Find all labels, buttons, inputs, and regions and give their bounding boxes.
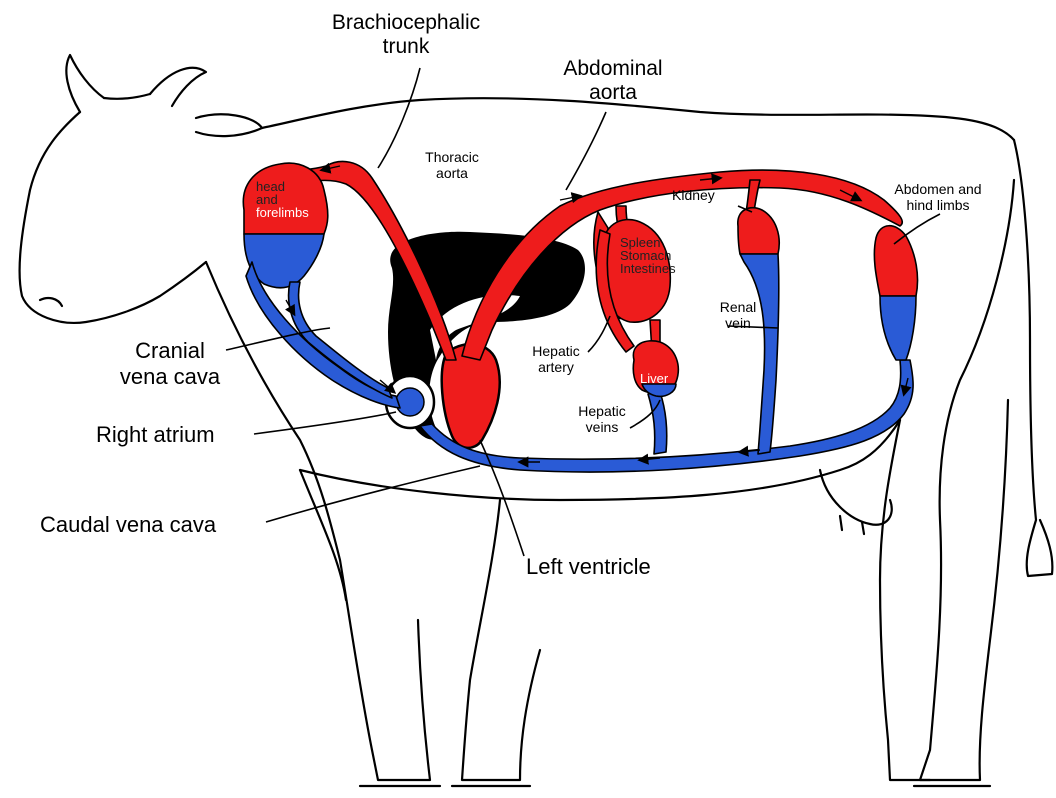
back <box>262 98 1014 140</box>
label-liver: Liver <box>640 372 668 385</box>
head <box>20 94 206 323</box>
label-abdominal-aorta: Abdominal aorta <box>548 58 678 103</box>
hepatic-veins-vessel <box>648 392 667 454</box>
label-left-ventricle: Left ventricle <box>526 556 651 578</box>
renal-vein-vessel <box>740 254 779 454</box>
udder <box>820 470 892 525</box>
label-head-forelimbs: head and forelimbs <box>256 180 336 219</box>
label-cranial-vena-cava: Cranial vena cava <box>100 340 240 388</box>
abdomen-hindlimbs-bed <box>874 226 917 296</box>
ear <box>196 114 262 136</box>
front-leg-rear <box>462 500 540 780</box>
label-brachiocephalic-trunk: Brachiocephalic trunk <box>306 12 506 57</box>
kidney-organ <box>738 208 779 254</box>
label-caudal-vena-cava: Caudal vena cava <box>40 514 216 536</box>
label-spleen-stomach-intestines: Spleen Stomach Intestines <box>620 236 710 275</box>
label-hepatic-artery: Hepatic artery <box>518 344 594 374</box>
tail <box>1014 140 1052 576</box>
label-hepatic-veins: Hepatic veins <box>562 404 642 434</box>
leader-lines <box>226 68 940 556</box>
horn-left <box>66 55 104 112</box>
label-thoracic-aorta: Thoracic aorta <box>412 150 492 180</box>
label-renal-vein: Renal vein <box>708 300 768 330</box>
label-abdomen-hind-limbs: Abdomen and hind limbs <box>868 182 1008 212</box>
label-kidney: Kidney <box>672 188 715 202</box>
horn-right <box>150 68 206 106</box>
label-right-atrium: Right atrium <box>96 424 215 446</box>
hind-leg <box>920 180 1014 780</box>
